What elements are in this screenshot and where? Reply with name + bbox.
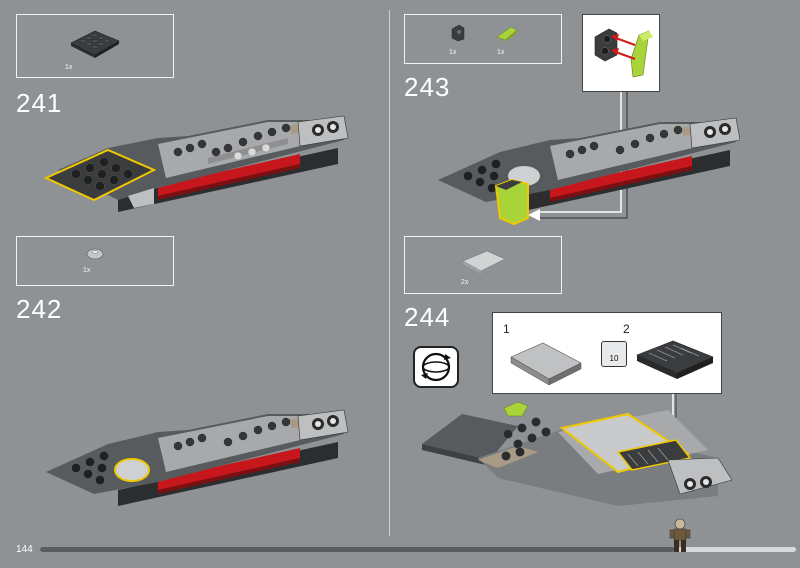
build-progress-fill xyxy=(40,547,675,552)
sub-step-1-tile-diagram xyxy=(510,342,582,386)
model-step-244 xyxy=(422,401,733,506)
sub-quantity-value: 10 xyxy=(609,354,619,363)
column-divider xyxy=(389,10,390,536)
step-number-244: 244 xyxy=(404,302,451,332)
step-number-241: 241 xyxy=(16,88,63,118)
parts-list-244: 2x xyxy=(404,236,562,294)
model-step-243 xyxy=(438,117,740,226)
rotate-model-icon xyxy=(413,346,459,388)
model-step-241 xyxy=(43,115,349,212)
bracket-attach-diagram xyxy=(594,28,653,78)
sub-assembly-callout-244: 1 2 10 xyxy=(492,312,722,394)
sub-step-2-grille-diagram xyxy=(636,340,714,379)
sub-assembly-callout-243 xyxy=(582,14,660,92)
minifigure-icon xyxy=(669,518,691,552)
parts-list-243: 1x 1x xyxy=(404,14,562,64)
part-quantity: 1x xyxy=(65,64,73,71)
sub-step-2-number: 2 xyxy=(623,322,630,336)
sub-step-1-number: 1 xyxy=(503,322,510,336)
lime-wedge-icon xyxy=(496,26,518,42)
light-gray-round-plate-icon xyxy=(86,248,104,260)
step-number-243: 243 xyxy=(404,72,451,102)
dark-gray-plate-icon xyxy=(70,30,120,58)
page-number: 144 xyxy=(16,544,33,555)
part-quantity: 2x xyxy=(461,279,469,286)
parts-list-242: 1x xyxy=(16,236,174,286)
model-step-242 xyxy=(46,409,349,506)
step-number-242: 242 xyxy=(16,294,63,324)
parts-list-241: 1x xyxy=(16,14,174,78)
sub-quantity-badge: 10 xyxy=(601,341,627,367)
part-quantity: 1x xyxy=(449,49,457,56)
part-quantity: 1x xyxy=(497,49,505,56)
dark-gray-bracket-icon xyxy=(451,24,465,42)
part-quantity: 1x xyxy=(83,267,91,274)
light-gray-tile-slope-icon xyxy=(462,250,506,274)
